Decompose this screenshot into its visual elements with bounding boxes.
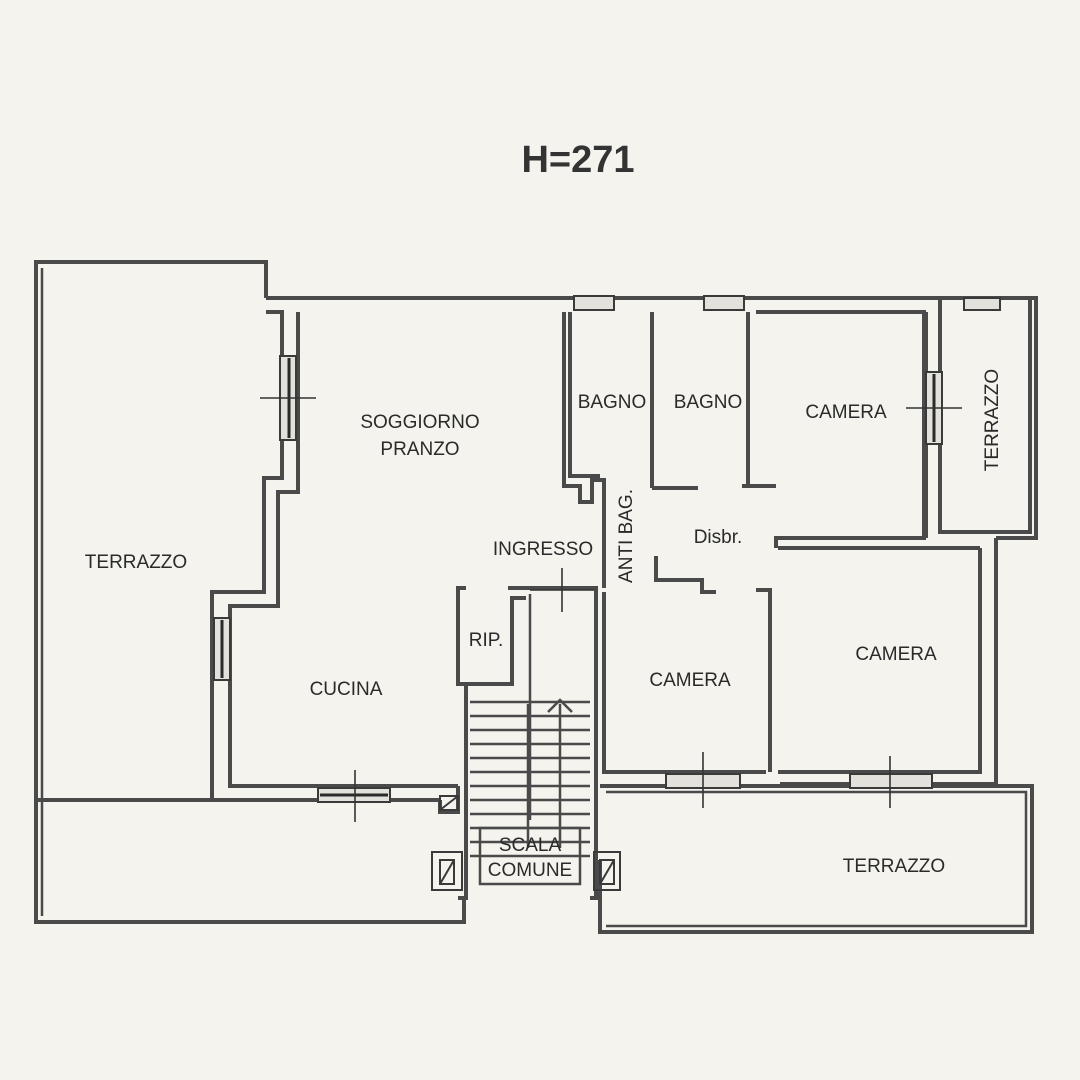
label-disbr: Disbr. <box>694 527 743 548</box>
apartment-exterior-walls <box>210 296 1038 814</box>
window-camera-right <box>849 773 933 789</box>
stair-treads <box>470 700 590 886</box>
left-terrace-walls <box>34 260 466 924</box>
bottom-terrace-walls <box>598 784 1034 934</box>
label-soggiorno-line2: PRANZO <box>380 439 459 460</box>
stair-direction-arrow <box>526 698 573 848</box>
window-ticks <box>260 397 962 822</box>
label-cucina: CUCINA <box>310 679 383 700</box>
plan-title: H=271 <box>521 139 634 181</box>
window-bagno-2 <box>703 295 745 311</box>
label-rip: RIP. <box>469 630 504 651</box>
label-anti-bag: ANTI BAG. <box>616 489 637 583</box>
window-bagno-1 <box>573 295 615 311</box>
label-terrazzo-right: TERRAZZO <box>982 369 1003 471</box>
label-camera-right: CAMERA <box>855 644 937 665</box>
label-scala-line1: SCALA <box>499 835 562 856</box>
label-camera-top: CAMERA <box>805 402 887 423</box>
label-terrazzo-left: TERRAZZO <box>85 552 187 573</box>
label-terrazzo-bottom: TERRAZZO <box>843 856 945 877</box>
label-scala-line2: COMUNE <box>488 860 572 881</box>
label-soggiorno-line1: SOGGIORNO <box>360 412 479 433</box>
vent-shafts <box>431 795 621 891</box>
label-bagno-2: BAGNO <box>674 392 743 413</box>
label-bagno-1: BAGNO <box>578 392 647 413</box>
window-right-terrace <box>963 297 1001 311</box>
label-ingresso: INGRESSO <box>493 539 593 560</box>
label-camera-middle: CAMERA <box>649 670 731 691</box>
